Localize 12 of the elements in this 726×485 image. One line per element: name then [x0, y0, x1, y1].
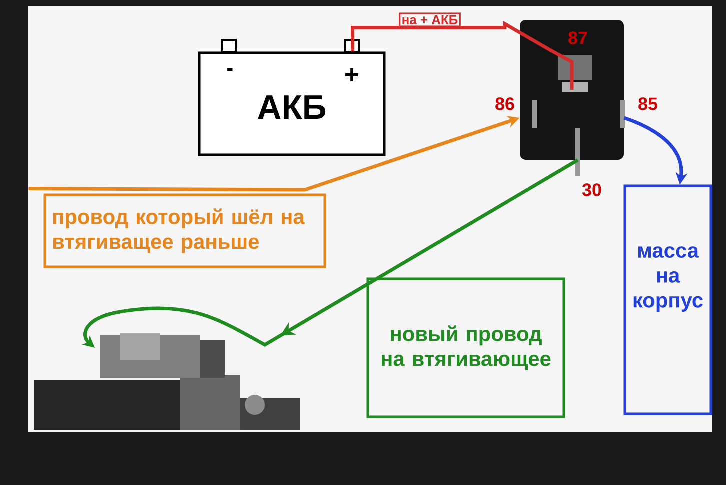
sign: + [346, 68, 359, 82]
pin-number: 30 [582, 184, 602, 196]
starter-drawing [34, 333, 300, 430]
edge-label: на + АКБ [399, 12, 461, 28]
text-box: масса на корпус [624, 184, 712, 416]
relay-drawing [520, 20, 625, 176]
sign: - [227, 68, 233, 72]
pin-number: 87 [568, 32, 588, 44]
text-box: новый провод на втягивающее [366, 278, 566, 418]
pin-number: 86 [496, 98, 514, 110]
text-box: провод который шёл на втягиващее раньше [44, 194, 326, 268]
pin-number: 85 [638, 98, 658, 110]
